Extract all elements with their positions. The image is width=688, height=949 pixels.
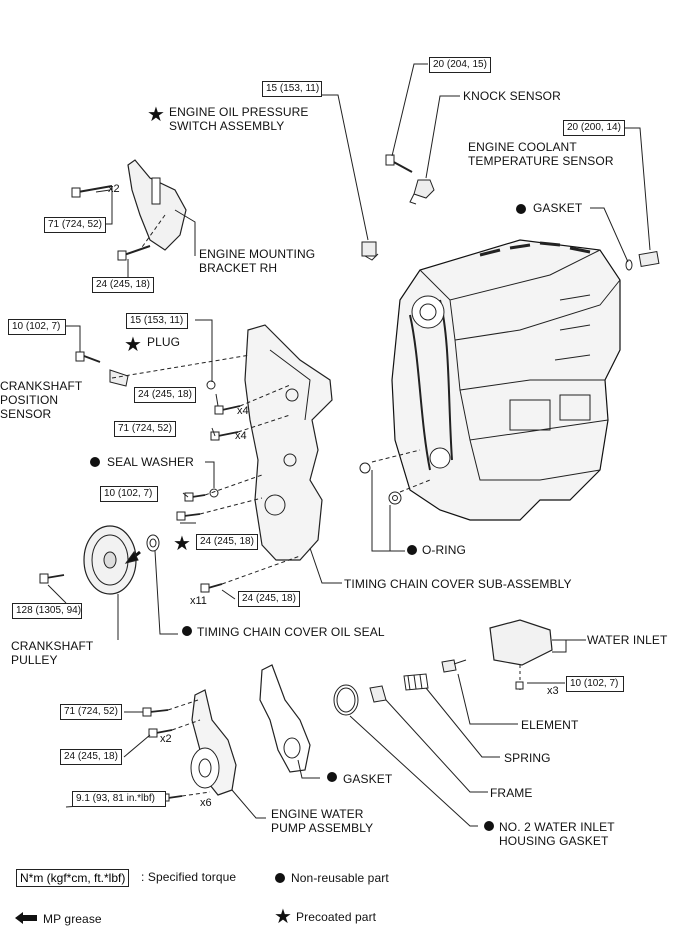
torque-cover-71: 71 (724, 52) [114,421,176,437]
torque-mount-bolt: 71 (724, 52) [44,217,106,233]
torque-cover-24b: 24 (245, 18) [196,534,258,550]
non-reusable-dot-icon [484,821,494,831]
torque-cover-24c: 24 (245, 18) [238,591,300,607]
label-crank-sensor: CRANKSHAFT POSITION SENSOR [0,379,83,421]
label-plug: PLUG [147,335,181,349]
qty-cover-24c: x11 [190,595,207,607]
precoated-star-icon: ★ [274,904,292,928]
label-mounting-bracket: ENGINE MOUNTING BRACKET RH [199,247,316,275]
qty-mount: x2 [108,183,120,195]
legend-mp-grease: MP grease [43,912,102,926]
label-water-pump: ENGINE WATER PUMP ASSEMBLY [271,807,374,835]
pump-gasket-illustration [259,664,311,773]
alignment-dashes [111,214,431,797]
non-reusable-dot-icon [516,204,526,214]
label-o-ring: O-RING [422,543,466,557]
label-oil-pressure-switch: ENGINE OIL PRESSURE SWITCH ASSEMBLY [169,105,309,133]
knock-sensor-illustration [385,154,435,205]
legend-torque-unit: N*m (kgf*cm, ft.*lbf) [16,869,130,887]
label-knock-sensor: KNOCK SENSOR [463,89,561,103]
torque-mount-stud: 24 (245, 18) [92,277,154,293]
non-reusable-dot-icon [275,873,285,883]
label-coolant-sensor: ENGINE COOLANT TEMPERATURE SENSOR [468,140,614,168]
oil-pressure-switch-illustration [361,241,379,261]
qty-inlet: x3 [547,685,559,697]
torque-pump-91: 9.1 (93, 81 in.*lbf) [72,791,166,807]
crank-pulley-illustration [83,525,160,595]
qty-pump-91: x6 [200,797,212,809]
torque-pump-24: 24 (245, 18) [60,749,122,765]
precoated-star-icon: ★ [124,332,142,356]
label-seal-washer: SEAL WASHER [107,455,194,469]
torque-pump-71: 71 (724, 52) [60,704,122,720]
timing-cover-illustration [206,324,333,561]
precoated-star-icon: ★ [147,102,165,126]
torque-plug: 15 (153, 11) [126,313,188,329]
torque-water-inlet: 10 (102, 7) [566,676,624,692]
qty-cover-71: x4 [235,430,247,442]
engine-block-illustration [359,239,621,521]
water-pump-illustration [142,689,237,802]
label-spring: SPRING [504,751,551,765]
legend-torque-desc: : Specified torque [141,870,237,884]
label-water-inlet: WATER INLET [587,633,668,647]
label-timing-cover: TIMING CHAIN COVER SUB-ASSEMBLY [344,577,572,591]
non-reusable-dot-icon [182,626,192,636]
label-frame: FRAME [490,786,533,800]
label-inlet-housing-gasket: NO. 2 WATER INLET HOUSING GASKET [499,820,615,848]
non-reusable-dot-icon [327,772,337,782]
legend-precoated: Precoated part [296,910,377,924]
torque-crank-pulley: 128 (1305, 94) [12,603,82,619]
torque-oil-pressure-switch: 15 (153, 11) [262,81,322,97]
water-inlet-parts-illustration [333,619,567,716]
label-cover-oil-seal: TIMING CHAIN COVER OIL SEAL [197,625,385,639]
mounting-bracket-illustration [71,159,187,261]
label-crank-pulley: CRANKSHAFT PULLEY [11,639,94,667]
torque-cover-24a: 24 (245, 18) [134,387,196,403]
torque-crank-sensor: 10 (102, 7) [8,319,66,335]
label-gasket-pump: GASKET [343,772,393,786]
label-gasket-top: GASKET [533,201,583,215]
mp-grease-arrow-icon [15,912,37,924]
label-element: ELEMENT [521,718,579,732]
legend-nonreusable: Non-reusable part [291,871,389,885]
torque-knock-sensor: 20 (204, 15) [429,57,491,73]
torque-cover-10: 10 (102, 7) [100,486,158,502]
precoated-star-icon: ★ [173,531,191,555]
qty-pump-24: x2 [160,733,172,745]
qty-cover-24a: x4 [237,405,249,417]
non-reusable-dot-icon [90,457,100,467]
coolant-temp-sensor-illustration [625,250,660,271]
cover-bolts-illustration [39,405,241,593]
non-reusable-dot-icon [407,545,417,555]
crank-sensor-illustration [75,351,129,387]
torque-coolant-sensor: 20 (200, 14) [563,120,625,136]
